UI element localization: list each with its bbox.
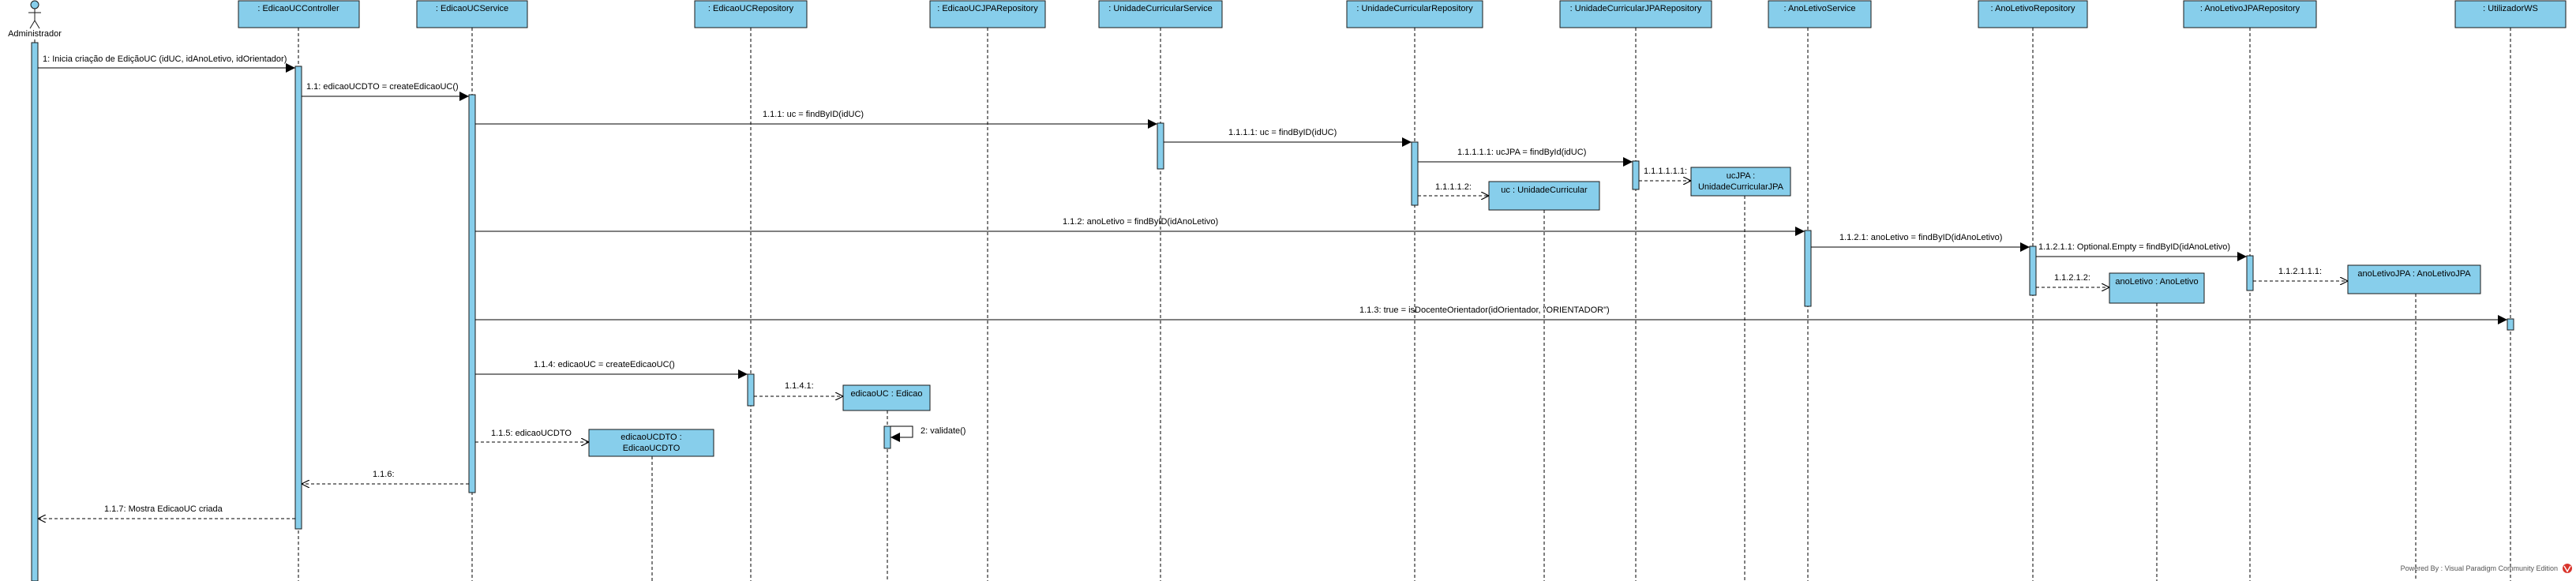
message-1-label: 1: Inicia criação de EdiçãoUC (idUC, idA… bbox=[43, 54, 287, 64]
lifeline-head-al-repository: : AnoLetivoRepository bbox=[1978, 0, 2088, 28]
lifeline-head-repository: : EdicaoUCRepository bbox=[694, 0, 808, 28]
message-1-1-2-label: 1.1.2: anoLetivo = findByID(idAnoLetivo) bbox=[1063, 217, 1218, 227]
message-1-1-7-label: 1.1.7: Mostra EdicaoUC criada bbox=[104, 504, 223, 514]
object-ano-letivo: anoLetivo : AnoLetivo bbox=[2109, 272, 2205, 304]
message-1-1-2-1-1-label: 1.1.2.1.1: Optional.Empty = findByID(idA… bbox=[2038, 242, 2230, 252]
activation-al-jpa-repository bbox=[2246, 255, 2254, 291]
lifeline-label-utilizador-ws: : UtilizadorWS bbox=[2483, 4, 2538, 13]
object-ucjpa-line2: UnidadeCurricularJPA bbox=[1698, 182, 1784, 192]
object-edicao-uc-dto-line2: EdicaoUCDTO bbox=[623, 444, 681, 453]
object-edicao-uc-dto-line1: edicaoUCDTO : bbox=[621, 433, 681, 442]
message-1-1-1-1-1-label: 1.1.1.1.1: ucJPA = findById(idUC) bbox=[1457, 148, 1586, 157]
message-1-1-1-1-label: 1.1.1.1: uc = findByID(idUC) bbox=[1228, 128, 1337, 137]
lifeline-head-al-service: : AnoLetivoService bbox=[1768, 0, 1872, 28]
activation-service bbox=[468, 94, 476, 493]
activation-al-repository bbox=[2029, 246, 2037, 296]
lifeline-label-jpa-repository: : EdicaoUCJPARepository bbox=[937, 4, 1038, 13]
lifeline-head-uc-repository: : UnidadeCurricularRepository bbox=[1346, 0, 1483, 28]
lifeline-label-uc-repository: : UnidadeCurricularRepository bbox=[1356, 4, 1473, 13]
object-edicao-uc-dto: edicaoUCDTO : EdicaoUCDTO bbox=[588, 429, 714, 457]
object-uc: uc : UnidadeCurricular bbox=[1488, 181, 1600, 211]
message-1-1-2-1-2-label: 1.1.2.1.2: bbox=[2054, 273, 2090, 283]
message-1-1-5-label: 1.1.5: edicaoUCDTO bbox=[491, 429, 572, 438]
activation-administrador bbox=[31, 42, 39, 581]
object-ano-letivo-line1: anoLetivo : AnoLetivo bbox=[2115, 277, 2198, 287]
activation-uc-repository bbox=[1411, 141, 1419, 206]
message-2-arrow bbox=[891, 425, 913, 442]
object-ano-letivo-jpa-line1: anoLetivoJPA : AnoLetivoJPA bbox=[2357, 269, 2471, 279]
object-uc-line1: uc : UnidadeCurricular bbox=[1501, 186, 1588, 195]
lifeline-label-uc-jpa-repository: : UnidadeCurricularJPARepository bbox=[1570, 4, 1702, 13]
message-1-1-2-1-label: 1.1.2.1: anoLetivo = findByID(idAnoLetiv… bbox=[1839, 233, 2002, 242]
activation-al-service bbox=[1804, 230, 1812, 307]
watermark-text: Powered By : Visual Paradigm Community E… bbox=[2401, 564, 2558, 572]
object-ucjpa: ucJPA : UnidadeCurricularJPA bbox=[1690, 167, 1791, 197]
message-1-1-3-label: 1.1.3: true = isDocenteOrientador(idOrie… bbox=[1359, 305, 1610, 315]
lifeline-label-repository: : EdicaoUCRepository bbox=[708, 4, 794, 13]
object-edicao-uc: edicaoUC : Edicao bbox=[842, 384, 931, 411]
visual-paradigm-logo-icon bbox=[2563, 564, 2572, 573]
lifeline-label-controller: : EdicaoUCController bbox=[257, 4, 339, 13]
lifeline-head-al-jpa-repository: : AnoLetivoJPARepository bbox=[2183, 0, 2317, 28]
lifeline-head-controller: : EdicaoUCController bbox=[238, 0, 360, 28]
lifeline-head-uc-service: : UnidadeCurricularService bbox=[1098, 0, 1223, 28]
message-1-1-label: 1.1: edicaoUCDTO = createEdicaoUC() bbox=[306, 82, 459, 92]
lifeline-label-al-service: : AnoLetivoService bbox=[1783, 4, 1855, 13]
activation-uc-service bbox=[1157, 122, 1164, 170]
lifeline-label-al-repository: : AnoLetivoRepository bbox=[1990, 4, 2075, 13]
message-1-1-4-label: 1.1.4: edicaoUC = createEdicaoUC() bbox=[534, 360, 675, 369]
lifeline-head-service: : EdicaoUCService bbox=[416, 0, 528, 28]
message-1-1-2-1-1-1-label: 1.1.2.1.1.1: bbox=[2278, 267, 2322, 276]
activation-repository bbox=[747, 373, 755, 407]
lifeline-label-uc-service: : UnidadeCurricularService bbox=[1108, 4, 1212, 13]
message-1-1-4-1-label: 1.1.4.1: bbox=[785, 381, 814, 391]
object-edicao-uc-line1: edicaoUC : Edicao bbox=[850, 389, 922, 399]
lifeline-head-uc-jpa-repository: : UnidadeCurricularJPARepository bbox=[1559, 0, 1712, 28]
object-ucjpa-line1: ucJPA : bbox=[1727, 171, 1755, 181]
activation-uc-jpa-repository bbox=[1632, 160, 1640, 190]
lifeline-head-utilizador-ws: : UtilizadorWS bbox=[2454, 0, 2567, 28]
actor-administrador: Administrador bbox=[8, 0, 62, 39]
message-1-1-6-label: 1.1.6: bbox=[373, 470, 395, 479]
object-ano-letivo-jpa: anoLetivoJPA : AnoLetivoJPA bbox=[2347, 264, 2481, 294]
activation-utilizador-ws bbox=[2507, 318, 2514, 331]
message-1-1-1-label: 1.1.1: uc = findByID(idUC) bbox=[763, 110, 864, 119]
activation-ed-obj bbox=[883, 425, 891, 449]
lifeline-label-service: : EdicaoUCService bbox=[436, 4, 508, 13]
message-1-1-1-1-2-label: 1.1.1.1.2: bbox=[1435, 182, 1472, 192]
lifeline-label-al-jpa-repository: : AnoLetivoJPARepository bbox=[2200, 4, 2300, 13]
message-1-1-1-1-1-1-label: 1.1.1.1.1.1: bbox=[1644, 167, 1687, 176]
actor-label: Administrador bbox=[8, 29, 62, 39]
lifeline-head-jpa-repository: : EdicaoUCJPARepository bbox=[929, 0, 1046, 28]
activation-controller bbox=[294, 66, 302, 530]
message-2-label: 2: validate() bbox=[921, 426, 966, 436]
